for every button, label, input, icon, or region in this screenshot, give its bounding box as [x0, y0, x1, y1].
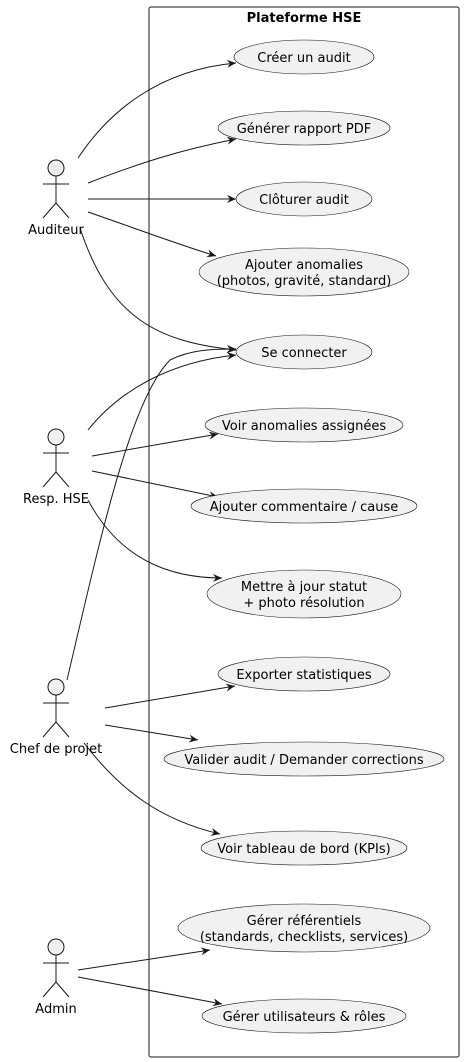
use-case-uc6: Voir anomalies assignées — [204, 407, 404, 443]
association-edge-chef-uc11 — [83, 742, 221, 836]
actor-label: Auditeur — [28, 223, 84, 238]
use-case-label: Ajouter anomalies — [245, 258, 363, 273]
actor-right-leg — [55, 721, 70, 738]
use-case-ellipse — [163, 741, 445, 777]
actor-head — [47, 938, 65, 956]
association-edge-resp-uc7 — [91, 470, 219, 500]
association-edge-auditeur-uc2 — [87, 136, 237, 184]
association-edge-auditeur-uc4 — [87, 211, 217, 258]
association-edge-chef-uc5 — [66, 345, 237, 681]
use-case-ellipse — [235, 181, 373, 217]
use-case-ellipse — [235, 334, 373, 370]
association-edge-admin-uc13 — [77, 976, 223, 1007]
actor-resp: Resp. HSE — [23, 428, 89, 507]
use-case-ellipse — [201, 998, 407, 1034]
actor-left-leg — [42, 471, 57, 488]
actor-label: Chef de projet — [10, 742, 102, 757]
use-case-uc12: Gérer référentiels(standards, checklists… — [177, 903, 431, 953]
use-case-label: Créer un audit — [257, 51, 350, 66]
use-case-label: + photo résolution — [243, 596, 364, 611]
association-edge-auditeur-uc1 — [77, 59, 237, 159]
use-case-label: Voir tableau de bord (KPIs) — [217, 842, 390, 857]
use-case-ellipse — [206, 569, 402, 619]
use-case-uc2: Générer rapport PDF — [217, 110, 391, 146]
actor-head — [47, 428, 65, 446]
actor-admin: Admin — [35, 938, 77, 1017]
use-case-ellipse — [190, 488, 418, 524]
use-case-ellipse — [233, 39, 375, 75]
actor-head — [47, 159, 65, 177]
use-case-label: Ajouter commentaire / cause — [210, 500, 398, 515]
system-box — [148, 6, 460, 1058]
use-case-label: Gérer référentiels — [247, 914, 362, 929]
actor-right-leg — [55, 202, 70, 219]
association-edge-resp-uc5 — [87, 351, 237, 431]
use-case-uc5: Se connecter — [235, 334, 373, 370]
actor-label: Admin — [35, 1002, 76, 1017]
use-case-uc3: Clôturer audit — [235, 181, 373, 217]
use-case-ellipse — [177, 903, 431, 953]
use-case-label: Voir anomalies assignées — [222, 419, 386, 434]
use-case-uc10: Valider audit / Demander corrections — [163, 741, 445, 777]
use-case-uc9: Exporter statistiques — [217, 656, 391, 692]
use-case-uc13: Gérer utilisateurs & rôles — [201, 998, 407, 1034]
use-case-label: (photos, gravité, standard) — [217, 274, 392, 289]
association-edge-chef-uc9 — [104, 683, 236, 709]
actor-right-leg — [55, 981, 70, 998]
actor-label: Resp. HSE — [23, 492, 89, 507]
use-case-uc11: Voir tableau de bord (KPIs) — [200, 830, 408, 866]
use-case-label: Exporter statistiques — [236, 668, 372, 683]
use-case-ellipse — [198, 247, 410, 297]
use-case-ellipse — [200, 830, 408, 866]
associations — [66, 59, 237, 1007]
system-boundary: Plateforme HSE — [148, 6, 460, 1058]
use-case-uc4: Ajouter anomalies(photos, gravité, stand… — [198, 247, 410, 297]
use-case-label: Clôturer audit — [259, 193, 349, 208]
association-edge-auditeur-uc5 — [79, 227, 237, 354]
system-title: Plateforme HSE — [247, 11, 362, 26]
use-case-ellipse — [217, 110, 391, 146]
use-case-label: Mettre à jour statut — [241, 580, 367, 595]
actor-auditeur: Auditeur — [28, 159, 84, 238]
actor-chef: Chef de projet — [10, 678, 102, 757]
actor-left-leg — [42, 202, 57, 219]
association-edge-chef-uc10 — [104, 724, 199, 743]
use-case-label: Générer rapport PDF — [237, 122, 372, 137]
use-case-label: Valider audit / Demander corrections — [184, 753, 424, 768]
actor-left-leg — [42, 721, 57, 738]
association-edge-resp-uc8 — [87, 499, 223, 582]
use-case-ellipse — [204, 407, 404, 443]
use-case-uc7: Ajouter commentaire / cause — [190, 488, 418, 524]
use-case-uc8: Mettre à jour statut+ photo résolution — [206, 569, 402, 619]
use-case-ellipse — [217, 656, 391, 692]
actor-right-leg — [55, 471, 70, 488]
use-case-uc1: Créer un audit — [233, 39, 375, 75]
actor-head — [47, 678, 65, 696]
association-edge-resp-uc6 — [91, 431, 219, 457]
use-case-label: Gérer utilisateurs & rôles — [223, 1010, 386, 1025]
association-edge-admin-uc12 — [77, 947, 211, 971]
use-case-label: (standards, checklists, services) — [200, 930, 408, 945]
actor-left-leg — [42, 981, 57, 998]
use-case-label: Se connecter — [261, 346, 347, 361]
